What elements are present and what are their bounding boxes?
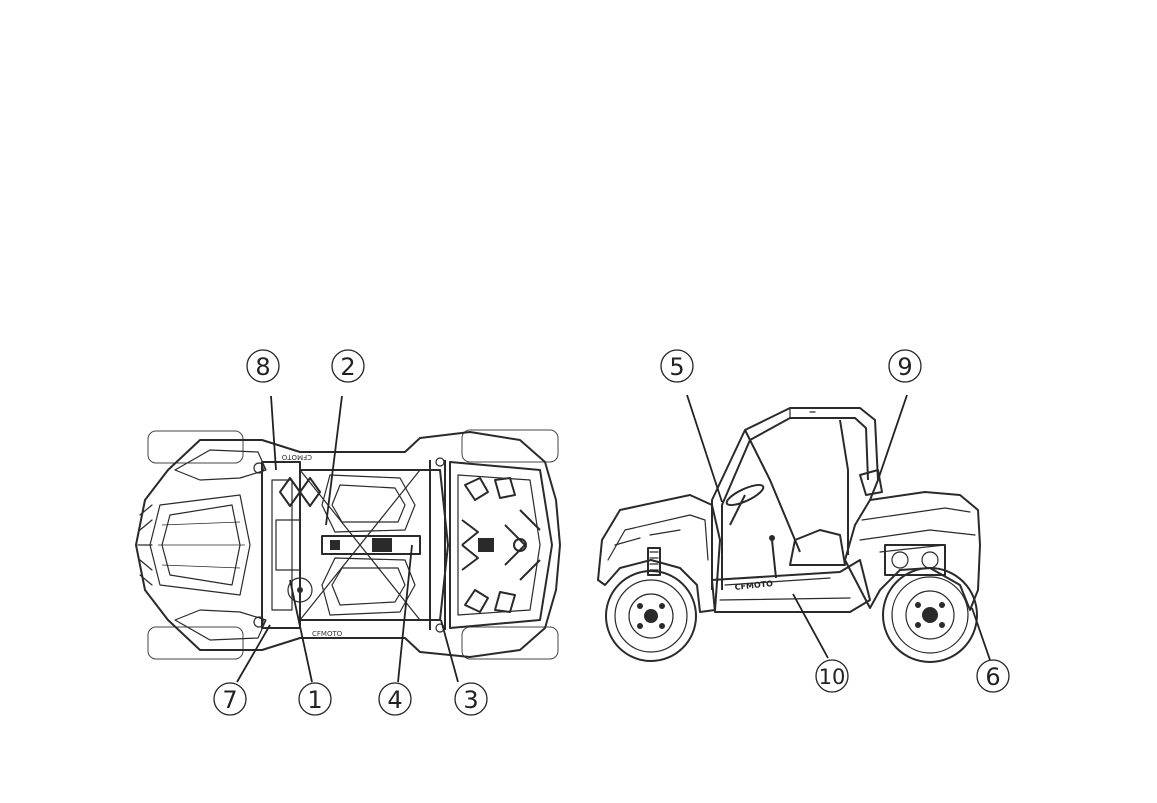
top-rear-deck	[449, 461, 553, 629]
side-roll-cage	[711, 407, 879, 590]
callout-1: 1	[298, 682, 332, 716]
top-body-outline	[135, 431, 561, 658]
svg-text:CFMOTO: CFMOTO	[734, 579, 773, 592]
side-floor	[711, 559, 871, 613]
side-view-vehicle: CFMOTO	[597, 407, 981, 663]
callout-4: 4	[378, 682, 412, 716]
callout-2-label: 2	[340, 353, 355, 381]
top-view-vehicle: CFMOTO CFMOTO	[135, 429, 561, 660]
side-seat	[789, 529, 846, 566]
callout-5-label: 5	[669, 353, 684, 381]
callout-6: 6	[976, 659, 1010, 693]
callout-1-label: 1	[307, 686, 322, 714]
callout-5: 5	[660, 349, 694, 383]
callout-10: 10	[815, 659, 849, 693]
callout-9-label: 9	[897, 353, 912, 381]
top-seat-right	[321, 557, 416, 616]
callout-7-label: 7	[222, 686, 237, 714]
svg-text:CFMOTO: CFMOTO	[312, 630, 343, 638]
callout-9: 9	[888, 349, 922, 383]
callout-6-label: 6	[985, 663, 1000, 691]
svg-text:CFMOTO: CFMOTO	[281, 453, 312, 461]
side-front-wheel	[605, 570, 697, 662]
side-rear-body	[844, 491, 981, 611]
side-rear-wheel	[882, 567, 978, 663]
callout-10-label: 10	[819, 665, 846, 689]
callout-8-label: 8	[255, 353, 270, 381]
top-seat-left	[321, 474, 416, 533]
wheel-rear-right	[461, 626, 559, 660]
callout-4-label: 4	[387, 686, 402, 714]
leader-lines	[236, 394, 991, 683]
callout-3-label: 3	[463, 686, 478, 714]
wheel-rear-left	[461, 429, 559, 463]
callout-3: 3	[454, 682, 488, 716]
side-front-body	[597, 494, 721, 613]
callout-8: 8	[246, 349, 280, 383]
callout-7: 7	[213, 682, 247, 716]
top-roll-cage	[300, 469, 449, 621]
callout-2: 2	[331, 349, 365, 383]
